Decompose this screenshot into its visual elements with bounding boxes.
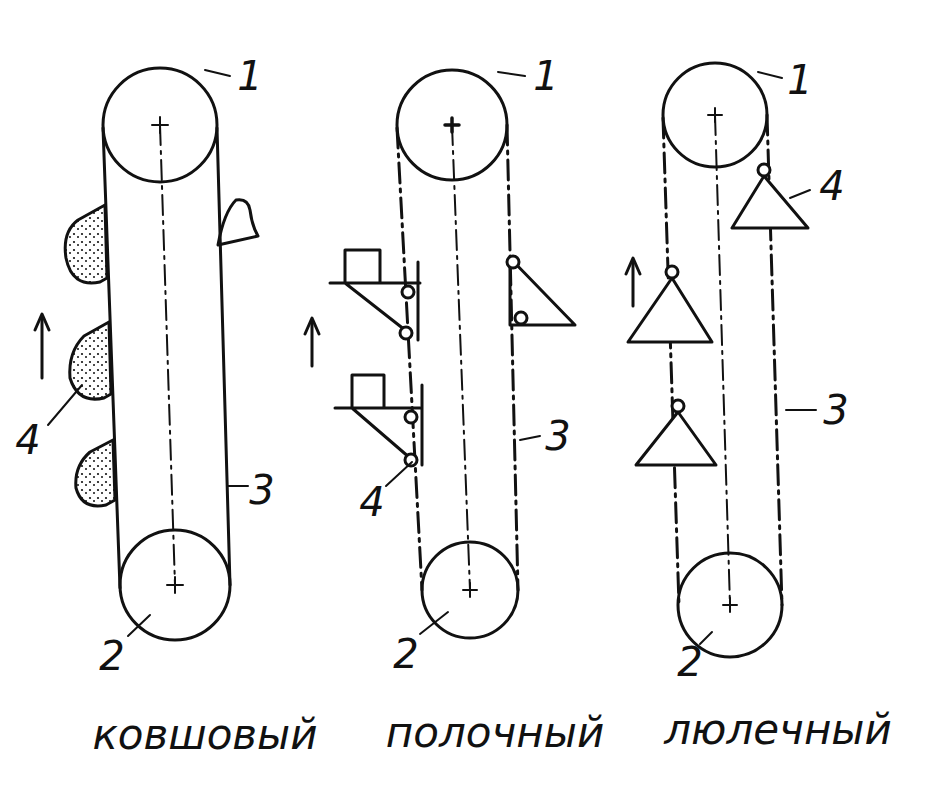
callout-number: 2 [99, 636, 124, 676]
caption-text: ковшовый [92, 714, 317, 756]
callout-number: 3 [823, 390, 848, 430]
callout-number: 3 [249, 470, 274, 510]
callout-number: 1 [533, 56, 558, 96]
callout-number: 2 [393, 634, 418, 674]
caption-text: люлечный [664, 709, 892, 751]
shelf-elevator [305, 70, 575, 638]
callout-number: 1 [787, 60, 812, 100]
callout-number: 4 [359, 482, 384, 522]
callout-number: 4 [819, 166, 844, 206]
callout-number: 3 [545, 416, 570, 456]
callout-number: 1 [237, 56, 262, 96]
caption-text: полочный [386, 712, 604, 754]
bucket-elevator [35, 68, 258, 640]
cradle-elevator [626, 63, 816, 657]
callout-number: 2 [677, 642, 702, 682]
callout-number: 4 [15, 420, 40, 460]
